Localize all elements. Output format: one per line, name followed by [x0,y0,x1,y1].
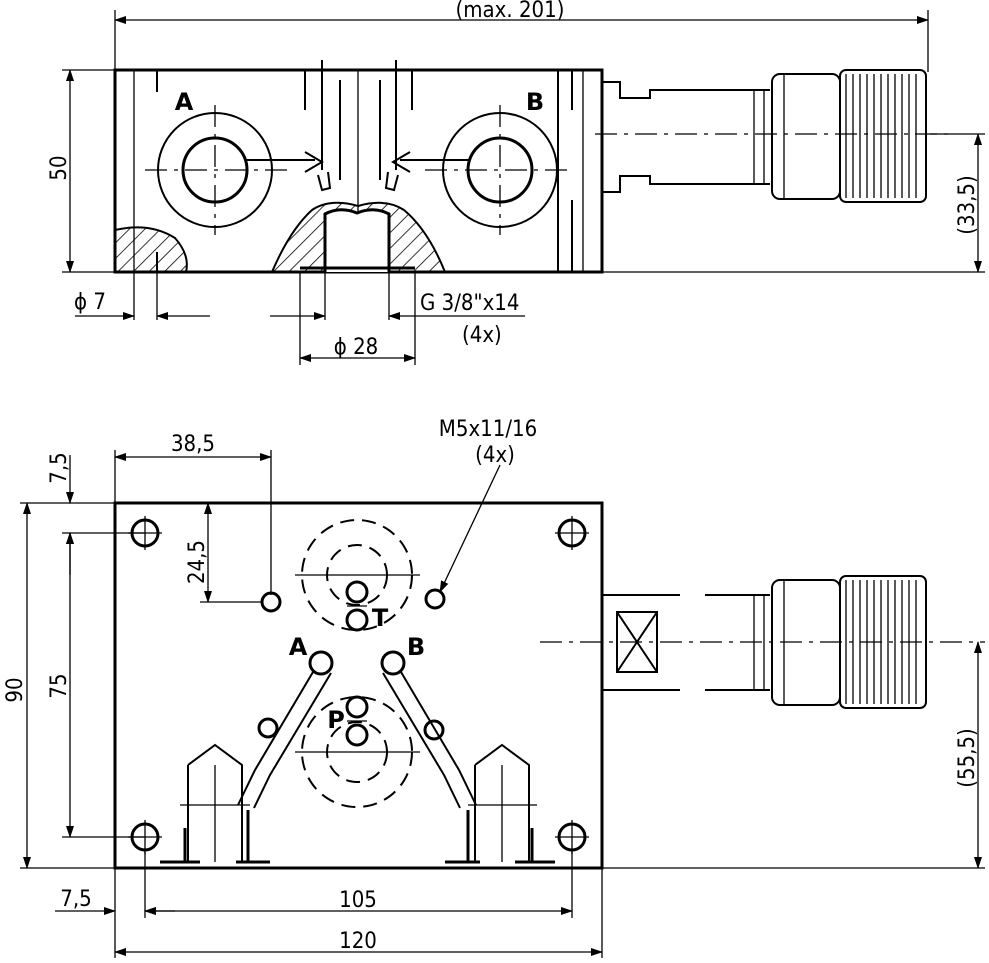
port-p-group [295,695,420,808]
m5-label: M5x11/16 [439,417,537,442]
solenoid-front [595,69,955,203]
port-t-label: T [372,604,389,632]
overall-length-label: (max. 201) [456,0,565,23]
port-a-circle [145,105,290,235]
dim-90-label: 90 [3,677,28,702]
phi-28-label: ϕ 28 [334,335,379,360]
front-port-b-label: B [526,88,544,116]
dimension-24-5: 24,5 [185,502,262,603]
solenoid-bottom [540,575,985,709]
dimension-7-5-bottom: 7,5 [55,850,175,958]
port-t-group [295,519,420,632]
dim-38-5-label: 38,5 [171,432,215,457]
valve-body-front: A B [113,60,604,274]
section-left [114,226,188,273]
port-a-label: A [289,633,308,661]
height-50-label: 50 [47,155,72,180]
dimension-90: 90 [3,502,115,869]
thread-label: G 3/8"x14 [420,291,519,316]
connector-knob-front [771,69,927,203]
dimension-105: 105 [144,850,573,918]
dim-120-label: 120 [339,929,377,954]
dim-55-5-label: (55,5) [955,728,980,788]
dim-105-label: 105 [339,888,377,913]
dimension-overall-length: (max. 201) [114,0,929,72]
insert-left [160,743,270,864]
dimension-55-5: (55,5) [602,641,985,869]
dim-7-5-bottom-label: 7,5 [60,887,91,912]
bottom-view: T P A B [3,417,985,958]
insert-right [445,743,555,864]
dimension-120: 120 [114,868,603,958]
dimension-75: 75 [47,532,145,838]
front-view: (max. 201) [47,0,985,365]
dim-75-label: 75 [47,673,72,698]
dimension-38-5: 38,5 [114,432,272,595]
dim-24-5-label: 24,5 [185,540,210,584]
dimension-7-5-top: 7,5 [20,452,145,575]
dimension-33-5: (33,5) [600,133,985,273]
dim-33-5-label: (33,5) [955,175,980,235]
phi-7-label: ϕ 7 [74,290,106,315]
port-a-group [237,650,334,809]
dim-7-5-top-label: 7,5 [47,452,72,483]
m5-callout: M5x11/16 (4x) [439,417,537,593]
dimension-height-50: 50 [47,69,115,273]
thread-qty-label: (4x) [462,323,502,348]
dimension-phi-28: ϕ 28 [299,272,416,365]
port-b-circle [425,105,570,235]
m5-qty-label: (4x) [475,443,515,468]
dimension-thread: G 3/8"x14 (4x) [270,272,525,348]
front-port-a-label: A [175,88,194,116]
dimension-phi-7: ϕ 7 [74,272,210,320]
port-b-group [380,650,477,809]
port-p-label: P [327,706,345,734]
section-center [271,201,446,273]
port-b-label: B [407,633,425,661]
valve-body-bottom [113,501,604,870]
